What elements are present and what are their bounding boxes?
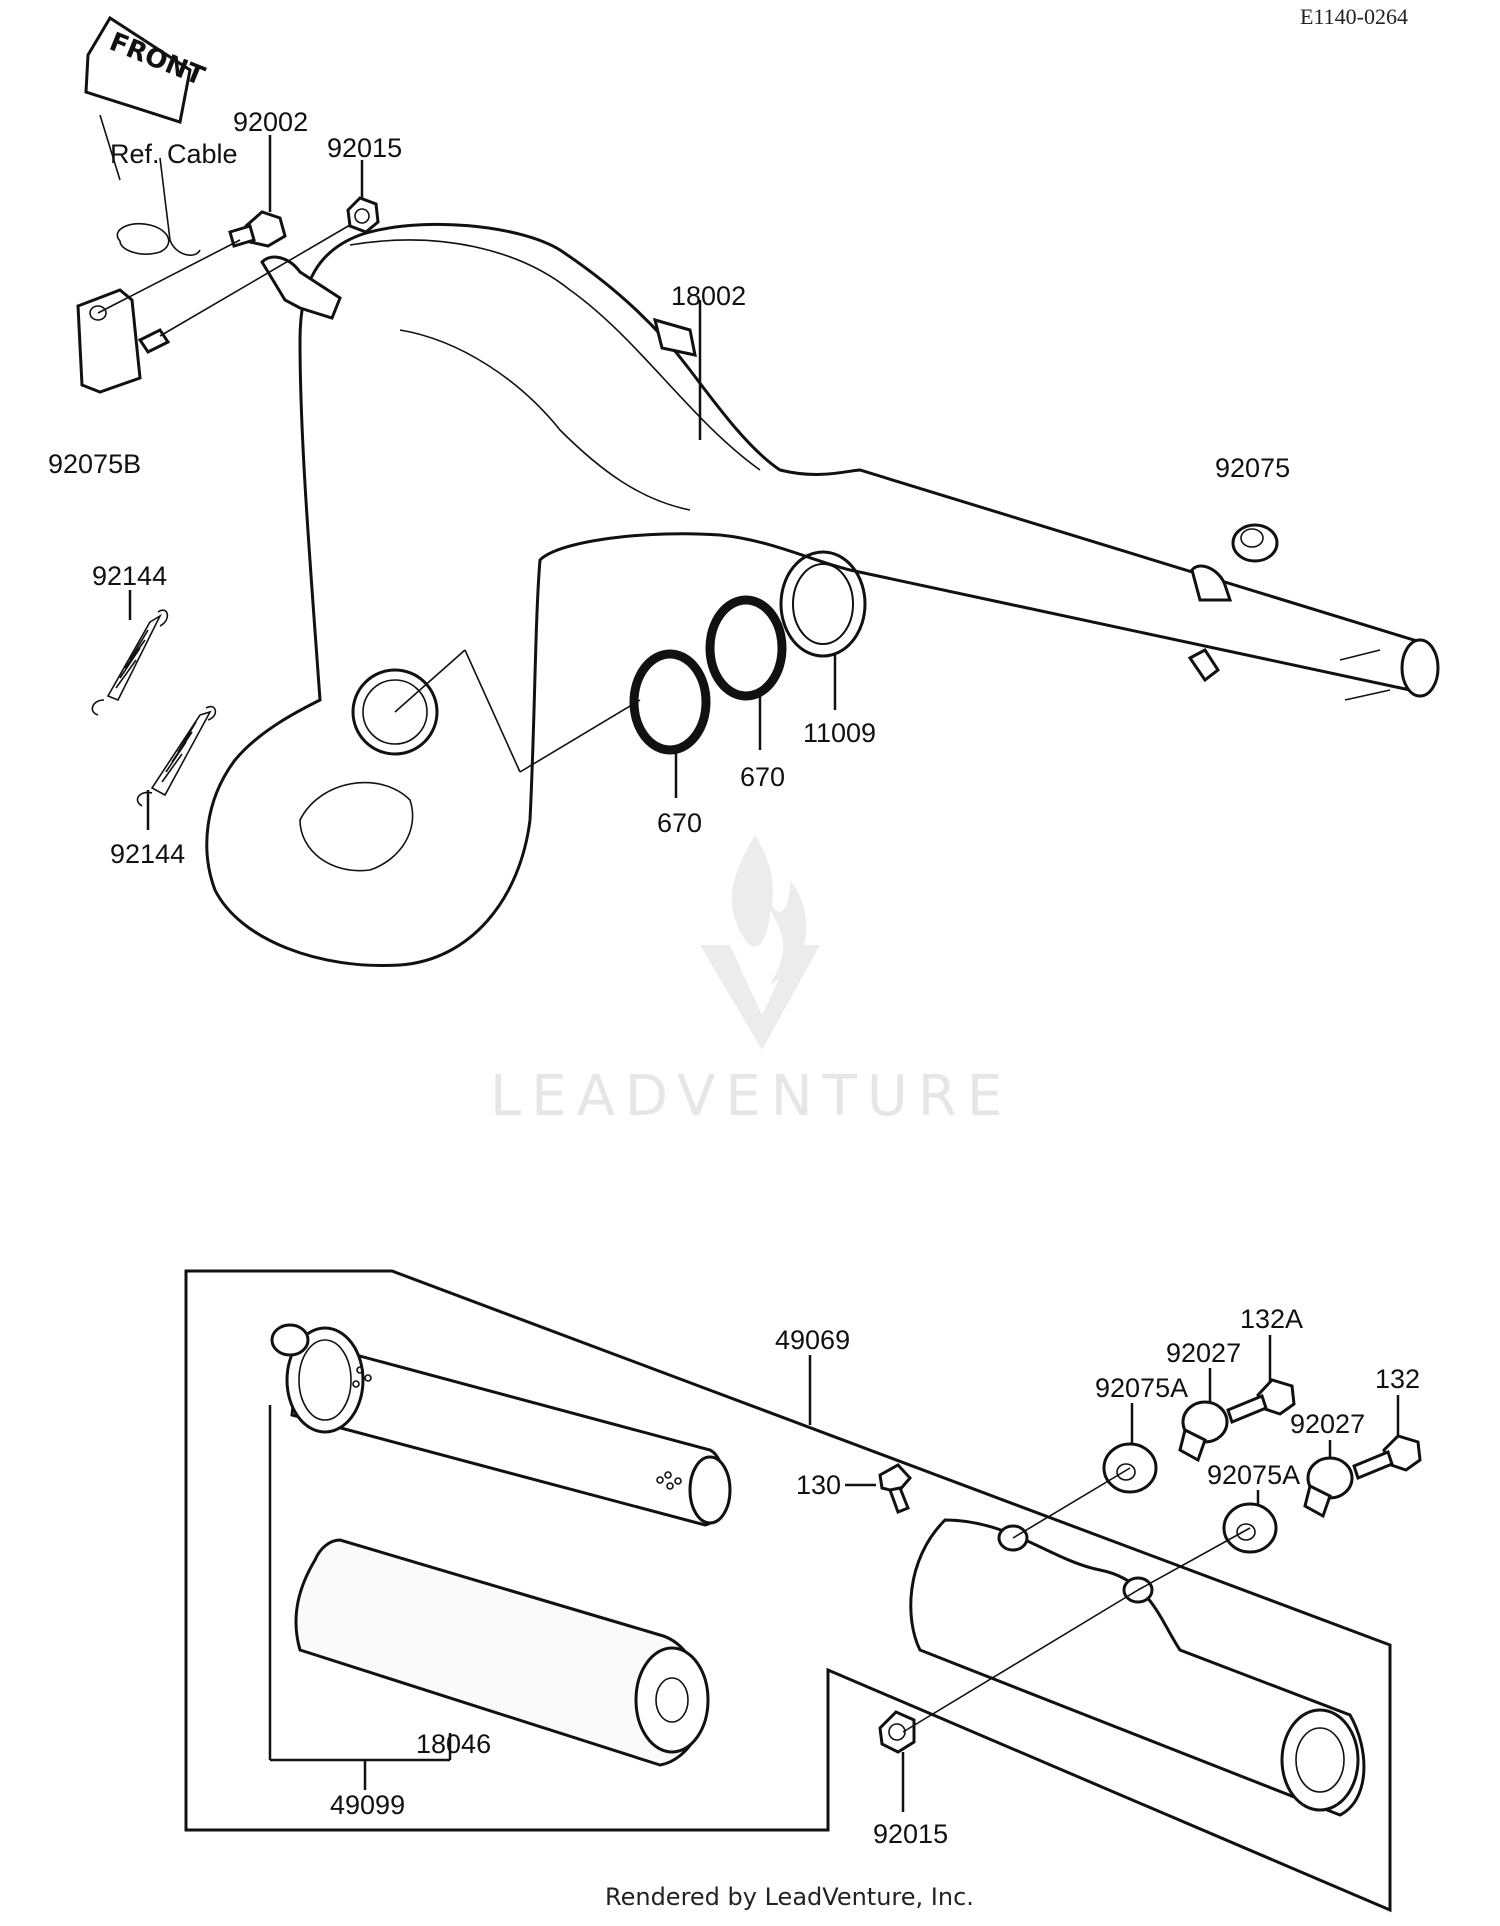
label-92027-b: 92027: [1290, 1409, 1365, 1439]
label-92144-a: 92144: [92, 561, 167, 591]
label-49099: 49099: [330, 1790, 405, 1820]
screw-130: [878, 1463, 913, 1514]
gasket-11009: [779, 550, 867, 658]
document-code: E1140-0264: [1300, 4, 1408, 29]
label-130: 130: [796, 1470, 841, 1500]
inner-pipe-assembly: [270, 1323, 732, 1527]
label-18046: 18046: [416, 1729, 491, 1759]
label-92075: 92075: [1215, 453, 1290, 483]
silencer-packing-18046: [294, 1538, 710, 1767]
bracket-92075b: [76, 288, 171, 394]
silencer-body: [909, 1518, 1366, 1817]
damper-92075: [1231, 523, 1279, 563]
spring-92144-b: [136, 705, 217, 807]
bolt-132a: [1226, 1378, 1296, 1424]
leader-lines-top: [97, 114, 837, 830]
bolt-92002: [228, 210, 287, 248]
expansion-chamber-18002: [205, 222, 1440, 968]
label-92144-b: 92144: [110, 839, 185, 869]
collar-92027-b: [1303, 1456, 1354, 1519]
label-18002: 18002: [671, 281, 746, 311]
footer-credit: Rendered by LeadVenture, Inc.: [605, 1883, 974, 1911]
cable-loop: [116, 223, 170, 255]
label-92015-bottom: 92015: [873, 1819, 948, 1849]
cable-spring: [159, 157, 201, 256]
o-ring-670-b: [705, 595, 787, 701]
label-92075a-a: 92075A: [1095, 1373, 1188, 1403]
ref-cable-note: Ref. Cable: [110, 139, 238, 169]
bolt-132: [1352, 1434, 1422, 1480]
label-11009: 11009: [803, 718, 876, 748]
spring-92144-a: [91, 609, 169, 716]
label-49069: 49069: [775, 1325, 850, 1355]
label-92075b: 92075B: [48, 449, 141, 479]
leadventure-watermark-logo: [700, 835, 820, 1050]
watermark-text: LEADVENTURE: [490, 1064, 1012, 1129]
label-92015-top: 92015: [327, 133, 402, 163]
label-92075a-b: 92075A: [1207, 1460, 1300, 1490]
front-arrow-icon: FRONT: [84, 15, 209, 124]
label-132a: 132A: [1240, 1304, 1303, 1334]
label-670-b: 670: [657, 808, 702, 838]
nut-92015-bottom: [878, 1710, 916, 1754]
label-132: 132: [1375, 1364, 1420, 1394]
nut-92015-top: [346, 196, 380, 234]
collar-92027-a: [1178, 1400, 1229, 1463]
label-670-a: 670: [740, 762, 785, 792]
label-92027-a: 92027: [1166, 1338, 1241, 1368]
part-labels: 92002 92015 18002 92075B 92075 92144 921…: [48, 107, 1420, 1849]
o-ring-670-a: [629, 649, 711, 755]
leader-lines-bottom: [268, 1335, 1400, 1812]
label-92002: 92002: [233, 107, 308, 137]
